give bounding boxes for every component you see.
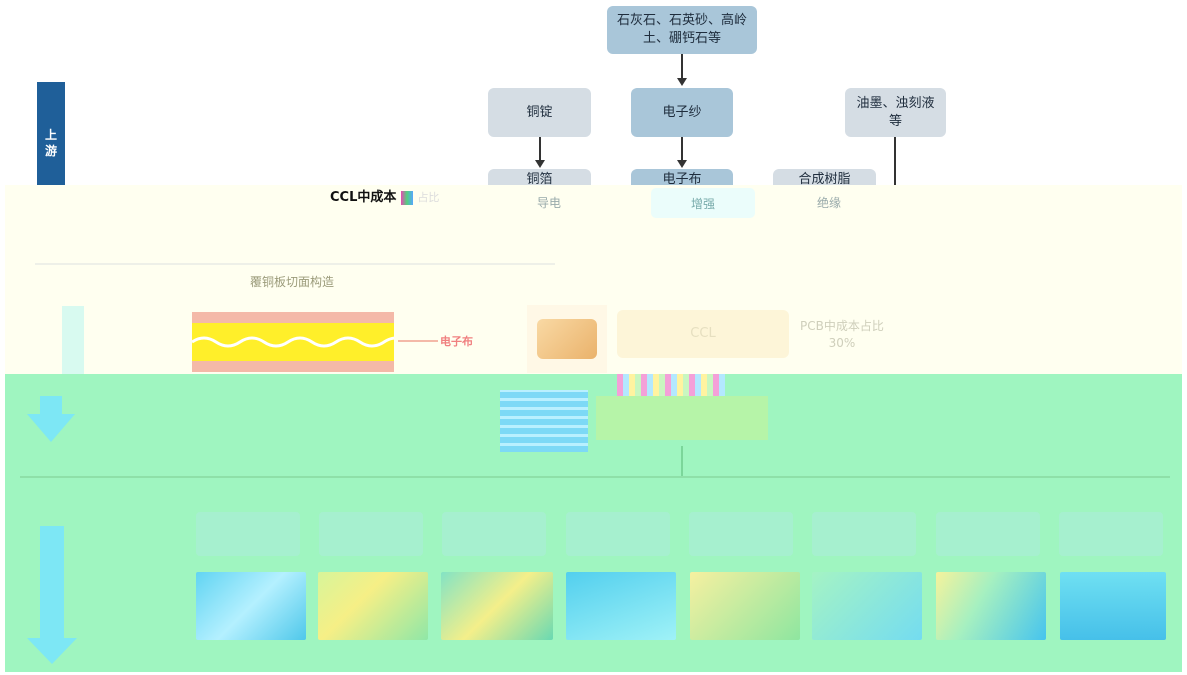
copper-layer-bottom xyxy=(192,361,394,372)
pcb-cost-block: PCB中成本占比 30% xyxy=(800,318,884,352)
ccl-cross-section xyxy=(192,312,394,372)
copper-ingot-box: 铜锭 xyxy=(488,88,591,137)
noise-strip xyxy=(617,374,725,398)
resin-label: 合成树脂 xyxy=(798,172,851,187)
downstream-hline xyxy=(20,476,1170,478)
downstream-arrow-shaft xyxy=(40,526,64,640)
electronic-yarn-label: 电子纱 xyxy=(662,104,702,120)
downstream-card-6 xyxy=(812,512,916,556)
pcb-box xyxy=(596,396,768,440)
downstream-image-7 xyxy=(936,572,1046,640)
downstream-card-3 xyxy=(442,512,546,556)
section-divider xyxy=(35,263,555,265)
ccl-box: CCL xyxy=(617,310,789,358)
glass-fiber-wave xyxy=(192,336,394,348)
ink-label: 油墨、浊刻液等 xyxy=(856,95,935,129)
midstream-arrowhead xyxy=(27,414,75,442)
ccl-cost-swatch xyxy=(400,190,413,205)
downstream-image-8 xyxy=(1060,572,1166,640)
connector-minerals-yarn xyxy=(681,54,683,80)
electronic-yarn-box: 电子纱 xyxy=(631,88,733,137)
downstream-image-4 xyxy=(566,572,676,640)
insulate-label: 绝缘 xyxy=(817,196,842,210)
downstream-card-2 xyxy=(319,512,423,556)
connector-ingot-foil xyxy=(539,137,541,161)
ccl-product-image xyxy=(527,305,607,373)
downstream-card-4 xyxy=(566,512,670,556)
pcb-image xyxy=(500,390,588,452)
center-arrow xyxy=(398,340,438,342)
pcb-cost-value: 30% xyxy=(828,335,856,350)
ccl-cost-text: CCL中成本 xyxy=(330,190,397,205)
copper-layer-top xyxy=(192,312,394,323)
arrowhead-minerals-yarn xyxy=(677,78,687,86)
downstream-image-2 xyxy=(318,572,428,640)
arrowhead-ingot-foil xyxy=(535,160,545,168)
raw-minerals-label: 石灰石、石英砂、高岭土、硼钙石等 xyxy=(616,13,747,46)
glass-cloth-label: 电子布 xyxy=(662,172,702,187)
downstream-trunk xyxy=(681,446,683,476)
ink-box: 油墨、浊刻液等 xyxy=(845,88,946,137)
downstream-image-6 xyxy=(812,572,922,640)
downstream-card-1 xyxy=(196,512,300,556)
upstream-arrow xyxy=(37,82,65,194)
arrowhead-yarn-cloth xyxy=(677,160,687,168)
downstream-image-1 xyxy=(196,572,306,640)
reinforce-tag: 增强 xyxy=(651,188,755,218)
ccl-board-shape xyxy=(537,319,597,359)
raw-minerals-box: 石灰石、石英砂、高岭土、硼钙石等 xyxy=(607,6,757,54)
downstream-arrowhead xyxy=(27,638,77,664)
copper-foil-label: 铜箔 xyxy=(526,172,553,187)
upstream-stage-label: 上游 xyxy=(44,128,57,158)
pcb-cost-label: PCB中成本占比 xyxy=(800,319,884,333)
copper-ingot-label: 铜锭 xyxy=(526,104,553,120)
downstream-card-7 xyxy=(936,512,1040,556)
connector-ink xyxy=(894,137,896,185)
ccl-cost-label: CCL中成本 占比 xyxy=(330,186,439,205)
cross-section-title: 覆铜板切面构造 xyxy=(250,275,335,289)
connector-yarn-cloth xyxy=(681,137,683,161)
downstream-card-5 xyxy=(689,512,793,556)
downstream-image-5 xyxy=(690,572,800,640)
midstream-arrow-shaft xyxy=(40,396,62,416)
downstream-card-8 xyxy=(1059,512,1163,556)
reinforce-label: 增强 xyxy=(690,196,715,211)
downstream-image-3 xyxy=(441,572,553,640)
ccl-cost-suffix: 占比 xyxy=(417,191,440,204)
conductive-label: 导电 xyxy=(537,196,562,210)
ccl-box-label: CCL xyxy=(690,326,716,342)
center-cloth-label: 电子布 xyxy=(440,335,473,348)
